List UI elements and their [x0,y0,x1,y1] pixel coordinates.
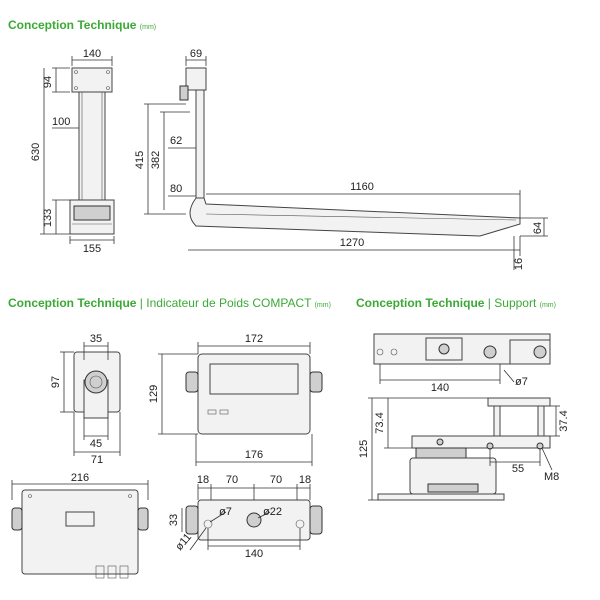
dim-support-m8: M8 [544,471,559,483]
dim-back-33: 33 [168,514,180,526]
dim-side-35: 35 [90,333,102,345]
dim-back-70b: 70 [270,474,282,486]
support-heading: Conception Technique | Support (mm) [356,296,556,310]
fork-front-view [69,67,115,235]
dim-back-d7: ø7 [219,506,232,518]
support-heading-separator: | [487,296,491,310]
fork-head-plate [71,67,113,93]
dim-support-125: 125 [358,440,370,458]
dim-height-415: 415 [134,151,146,169]
support-knob-left [483,345,497,359]
fork-column [78,91,106,201]
indicator-heading-separator: | [139,296,143,310]
indicator-display [209,363,299,395]
support-neck [415,447,467,459]
dim-column-width: 100 [52,116,70,128]
indicator-back-right-knob [309,505,323,535]
hole-22-icon [246,512,262,528]
dim-back-d11: ø11 [173,531,194,553]
dim-support-73-4: 73.4 [374,412,386,433]
indicator-heading-title: Conception Technique [8,296,137,310]
support-knob-right [533,345,547,359]
indicator-top-body [21,489,139,575]
support-base-block [427,483,479,493]
indicator-front-view [185,353,323,435]
dim-back-18b: 18 [299,474,311,486]
dim-foot-width: 155 [83,243,101,255]
dim-height-382: 382 [150,151,162,169]
dim-blade-1160: 1160 [350,181,374,193]
dim-tip-16: 16 [513,258,525,270]
dim-support-d7: ø7 [515,376,528,388]
dim-side-45: 45 [90,438,102,450]
fork-hook-plate [185,67,207,91]
fork-hook [179,85,189,101]
support-slot-hole [438,343,450,355]
dim-front-129: 129 [148,385,160,403]
support-mid-plate [411,435,551,449]
indicator-top-left-knob [11,507,23,531]
fork-heading: Conception Technique (mm) [8,18,156,32]
dim-total-height: 630 [30,143,42,161]
dim-head-height: 94 [42,76,54,88]
support-heading-title: Conception Technique [356,296,485,310]
dim-tip-64: 64 [532,222,544,234]
dim-blade-1270: 1270 [340,237,364,249]
fork-heading-title: Conception Technique [8,18,137,32]
indicator-heading-unit: (mm) [314,302,331,309]
dim-depth-62: 62 [170,135,182,147]
dim-back-18a: 18 [197,474,209,486]
dim-back-d22: ø22 [263,506,282,518]
fork-heading-unit: (mm) [139,24,157,31]
indicator-left-knob [185,371,199,393]
support-heading-subtitle: Support [494,296,537,310]
dim-back-140: 140 [245,548,263,560]
support-top-plate [487,397,551,407]
indicator-heading-subtitle: Indicateur de Poids COMPACT [146,296,312,310]
dim-back-70a: 70 [226,474,238,486]
indicator-top-view [11,489,149,579]
dim-support-140: 140 [431,382,449,394]
indicator-back-view [185,499,323,541]
dim-foot-height: 133 [42,209,54,227]
indicator-side-knob [84,370,108,394]
indicator-back-left-knob [185,505,199,535]
dim-front-172: 172 [245,333,263,345]
support-heading-unit: (mm) [539,302,556,309]
dim-upright-width: 69 [190,48,202,60]
support-side-view [377,397,551,501]
support-foot-plate [377,493,505,501]
indicator-right-knob [309,371,323,393]
indicator-side-view [73,351,121,419]
dim-support-37-4: 37.4 [558,410,570,431]
dim-top-width: 140 [83,48,101,60]
dim-support-55: 55 [512,463,524,475]
support-top-view [373,333,551,365]
fork-foot-block [73,205,111,221]
dim-side-71: 71 [91,454,103,466]
dim-depth-80: 80 [170,183,182,195]
indicator-heading: Conception Technique | Indicateur de Poi… [8,296,331,310]
dim-side-97: 97 [50,376,62,388]
dim-top-216: 216 [71,472,89,484]
indicator-top-label [65,511,95,527]
fork-side-view [179,67,521,237]
dim-front-176: 176 [245,449,263,461]
fork-upright [195,89,205,199]
indicator-top-right-knob [137,507,149,531]
